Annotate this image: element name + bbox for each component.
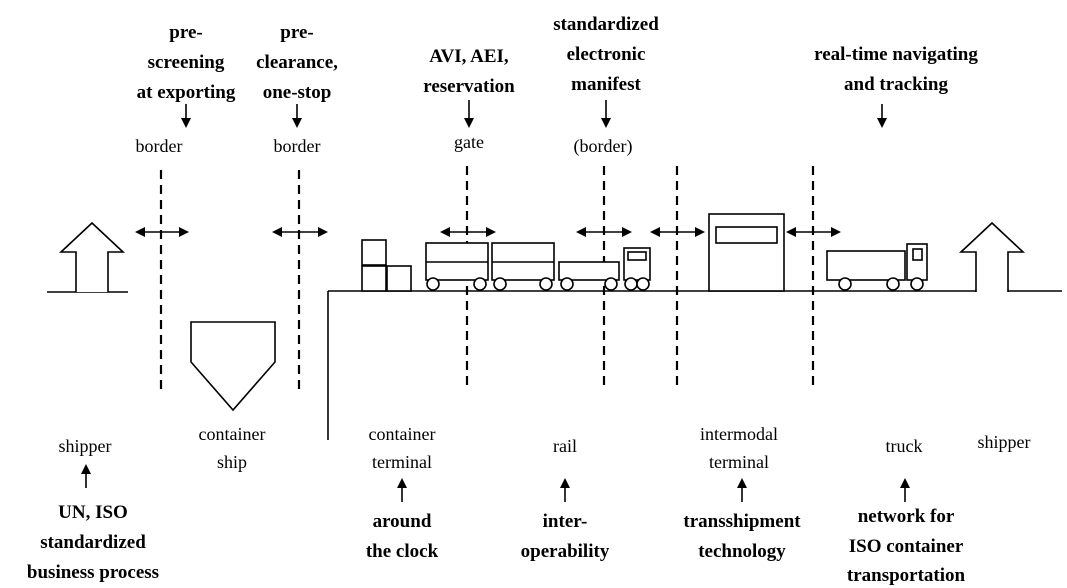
avi-label-1: AVI, AEI, [429, 46, 509, 67]
intermodal-crane-icon [709, 214, 784, 291]
realtime-label-2: and tracking [844, 74, 948, 95]
shipper-right-label: shipper [978, 432, 1031, 452]
container-ship-icon [191, 322, 275, 410]
un-iso-label-3: business process [27, 562, 159, 583]
border-label-1: border [136, 136, 183, 156]
container-terminal-label-2: terminal [372, 452, 432, 472]
preclearance-label-2: clearance, [256, 52, 338, 73]
around-clock-label-2: the clock [366, 541, 439, 562]
shipper-left-label: shipper [59, 436, 112, 456]
shipper-right-icon [961, 223, 1023, 292]
manifest-label-2: electronic [567, 44, 646, 65]
preclearance-label-3: one-stop [263, 82, 332, 103]
truck-label: truck [886, 436, 923, 456]
intermodal-terminal-label-2: terminal [709, 452, 769, 472]
border-label-2: border [274, 136, 321, 156]
container-stack-icon [362, 240, 411, 291]
avi-label-2: reservation [423, 76, 515, 97]
un-iso-label-1: UN, ISO [58, 502, 128, 523]
transshipment-label-1: transshipment [683, 511, 801, 532]
gate-label: gate [454, 132, 484, 152]
interoperability-label-2: operability [521, 541, 610, 562]
prescreening-label-3: at exporting [137, 82, 236, 103]
prescreening-label-2: screening [148, 52, 225, 73]
prescreening-label-1: pre- [169, 22, 202, 43]
un-iso-label-2: standardized [40, 532, 146, 553]
realtime-label-1: real-time navigating [814, 44, 978, 65]
preclearance-label-1: pre- [280, 22, 313, 43]
around-clock-label-1: around [373, 511, 432, 532]
transshipment-label-2: technology [698, 541, 786, 562]
interoperability-label-1: inter- [543, 511, 588, 532]
manifest-label-1: standardized [553, 14, 659, 35]
container-terminal-label-1: container [369, 424, 436, 444]
truck-icon [827, 244, 927, 290]
network-label-3: transportation [847, 565, 966, 586]
container-ship-label-1: container [199, 424, 266, 444]
container-ship-label-2: ship [217, 452, 247, 472]
train-icon [426, 243, 650, 290]
network-label-2: ISO container [849, 536, 964, 557]
manifest-label-3: manifest [571, 74, 641, 95]
border-label-3: (border) [574, 136, 633, 157]
intermodal-terminal-label-1: intermodal [700, 424, 778, 444]
shipper-left-icon [61, 223, 123, 292]
network-label-1: network for [858, 506, 955, 527]
rail-label: rail [553, 436, 577, 456]
